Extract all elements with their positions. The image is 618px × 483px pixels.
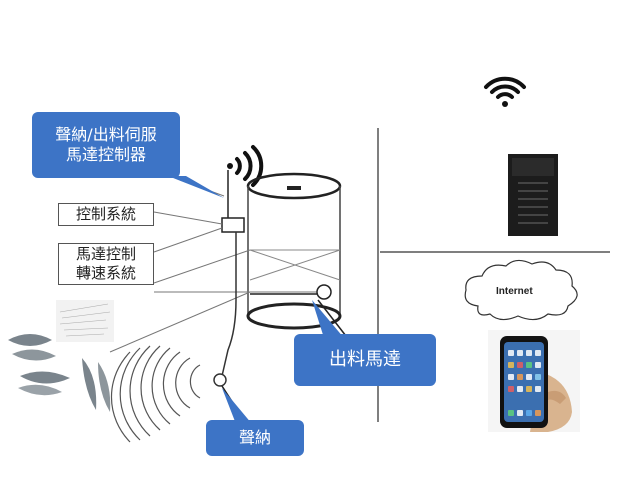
- discharge-motor-callout: 出料馬達: [294, 334, 436, 386]
- sonar-cable: [221, 232, 237, 377]
- sonar-waves: [110, 345, 201, 443]
- discharge-motor-unit: [250, 284, 347, 337]
- fish-illustrations: [8, 300, 114, 412]
- smartphone-icon: [488, 330, 580, 432]
- wifi-icon: [227, 145, 264, 187]
- discharge-motor-label: 出料馬達: [329, 349, 401, 370]
- sonar-callout: 聲納: [206, 420, 304, 456]
- internet-cloud-label: Internet: [496, 286, 533, 297]
- control-system-label: 控制系統: [58, 203, 154, 226]
- motor-speed-control-line-1: 馬達控制: [75, 245, 136, 263]
- motor-speed-control-label: 馬達控制 轉速系統: [58, 243, 154, 285]
- callout-pointers: [168, 176, 344, 424]
- feeder-tank: [246, 172, 342, 330]
- motor-speed-control-line-2: 轉速系統: [75, 264, 136, 282]
- servo-controller-callout: 聲納/出料伺服 馬達控制器: [32, 112, 180, 178]
- servo-controller-line-1: 聲納/出料伺服: [55, 125, 157, 144]
- servo-controller-line-2: 馬達控制器: [65, 145, 146, 164]
- sonar-label: 聲納: [238, 428, 271, 447]
- internet-cloud-icon: [464, 259, 578, 321]
- wifi-icon-remote: [484, 76, 526, 107]
- controller-box: [221, 170, 245, 233]
- server-icon: [508, 154, 558, 236]
